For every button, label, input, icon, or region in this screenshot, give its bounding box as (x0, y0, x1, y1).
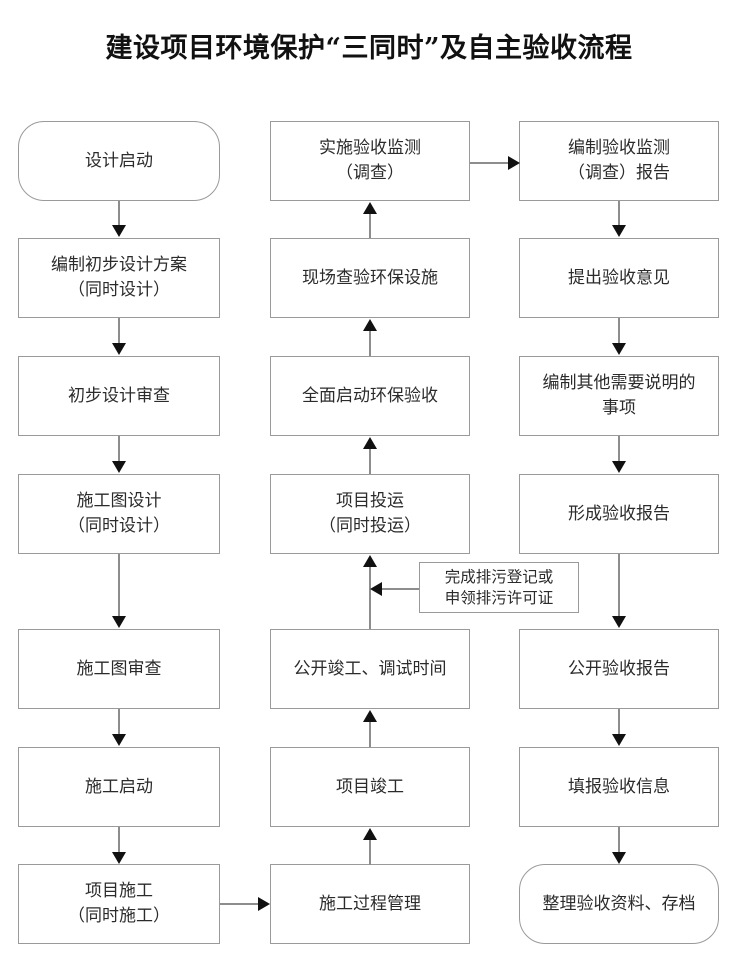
connector-c3r5-c3r6 (618, 709, 620, 734)
node-construction-process-management[interactable]: 施工过程管理 (270, 864, 470, 944)
node-project-commissioning[interactable]: 项目投运 （同时投运） (270, 474, 470, 554)
connector-note-to-mainline (382, 588, 422, 590)
node-label: 实施验收监测 （调查） (319, 138, 421, 183)
arrowhead-down (112, 343, 126, 355)
node-label: 施工过程管理 (319, 893, 421, 914)
connector-c2r4-c2r3 (369, 449, 371, 474)
node-label: 公开竣工、调试时间 (293, 658, 447, 679)
node-label: 初步设计审查 (68, 385, 170, 406)
connector-c2r3-c2r2 (369, 331, 371, 356)
note-label: 完成排污登记或 申领排污许可证 (444, 567, 554, 607)
node-construction-drawing-review[interactable]: 施工图审查 (18, 629, 220, 709)
connector-c1r6-c1r7 (118, 827, 120, 852)
connector-c2r1-c3r1 (470, 162, 512, 164)
arrowhead-down (112, 616, 126, 628)
connector-c2r2-c2r1 (369, 214, 371, 238)
node-design-start[interactable]: 设计启动 (18, 121, 220, 201)
node-acceptance-monitoring[interactable]: 实施验收监测 （调查） (270, 121, 470, 201)
node-publish-acceptance-report[interactable]: 公开验收报告 (519, 629, 719, 709)
node-construction-start[interactable]: 施工启动 (18, 747, 220, 827)
arrowhead-up (363, 828, 377, 840)
arrowhead-down (612, 734, 626, 746)
connector-c1r5-c1r6 (118, 709, 120, 734)
connector-c1r4-c1r5 (118, 554, 120, 616)
arrowhead-down (612, 343, 626, 355)
node-label: 现场查验环保设施 (302, 267, 438, 288)
arrowhead-up (363, 555, 377, 567)
arrowhead-up (363, 437, 377, 449)
node-publish-completion-commissioning-time[interactable]: 公开竣工、调试时间 (270, 629, 470, 709)
page-title: 建设项目环境保护“三同时”及自主验收流程 (105, 33, 633, 64)
node-label: 项目施工 （同时施工） (68, 881, 170, 926)
connector-c3r4-c3r5 (618, 554, 620, 616)
node-project-construction[interactable]: 项目施工 （同时施工） (18, 864, 220, 944)
node-label: 全面启动环保验收 (302, 385, 438, 406)
node-label: 设计启动 (85, 150, 153, 171)
node-label: 整理验收资料、存档 (542, 893, 696, 914)
node-label: 施工图审查 (76, 658, 162, 679)
node-project-completion[interactable]: 项目竣工 (270, 747, 470, 827)
node-form-acceptance-report[interactable]: 形成验收报告 (519, 474, 719, 554)
node-issue-acceptance-opinion[interactable]: 提出验收意见 (519, 238, 719, 318)
node-label: 形成验收报告 (568, 503, 670, 524)
arrowhead-down (612, 852, 626, 864)
connector-c3r1-c3r2 (618, 201, 620, 226)
node-label: 填报验收信息 (568, 776, 670, 797)
arrowhead-right (258, 897, 270, 911)
node-start-environmental-acceptance[interactable]: 全面启动环保验收 (270, 356, 470, 436)
node-label: 提出验收意见 (568, 267, 670, 288)
arrowhead-down (612, 225, 626, 237)
arrowhead-down (112, 734, 126, 746)
arrowhead-up (363, 202, 377, 214)
node-construction-drawing-design[interactable]: 施工图设计 （同时设计） (18, 474, 220, 554)
arrowhead-down (612, 616, 626, 628)
node-submit-acceptance-information[interactable]: 填报验收信息 (519, 747, 719, 827)
connector-c3r3-c3r4 (618, 436, 620, 461)
connector-c2r6-c2r5 (369, 722, 371, 747)
arrowhead-up (363, 710, 377, 722)
node-label: 编制验收监测 （调查）报告 (568, 138, 670, 183)
connector-c2r7-c2r6 (369, 840, 371, 865)
node-label: 项目投运 （同时投运） (319, 491, 421, 536)
node-preliminary-design-review[interactable]: 初步设计审查 (18, 356, 220, 436)
node-archive-acceptance-materials[interactable]: 整理验收资料、存档 (519, 864, 719, 944)
node-other-matters-to-explain[interactable]: 编制其他需要说明的 事项 (519, 356, 719, 436)
node-compile-acceptance-report[interactable]: 编制验收监测 （调查）报告 (519, 121, 719, 201)
arrowhead-down (612, 461, 626, 473)
node-label: 施工启动 (85, 776, 153, 797)
node-label: 编制其他需要说明的 事项 (542, 373, 696, 418)
arrowhead-up (363, 319, 377, 331)
connector-c1r1-c1r2 (118, 201, 120, 226)
arrowhead-down (112, 852, 126, 864)
node-label: 公开验收报告 (568, 658, 670, 679)
node-preliminary-design-plan[interactable]: 编制初步设计方案 （同时设计） (18, 238, 220, 318)
connector-c2r5-c2r4 (369, 567, 371, 629)
arrowhead-right (508, 156, 520, 170)
connector-c1r2-c1r3 (118, 318, 120, 343)
connector-c3r2-c3r3 (618, 318, 620, 343)
arrowhead-down (112, 225, 126, 237)
connector-c1r7-c2r7 (220, 903, 262, 905)
node-label: 编制初步设计方案 （同时设计） (51, 255, 187, 300)
connector-c1r3-c1r4 (118, 436, 120, 461)
arrowhead-left (370, 582, 382, 596)
node-label: 项目竣工 (336, 776, 404, 797)
note-pollutant-discharge-registration[interactable]: 完成排污登记或 申领排污许可证 (419, 562, 579, 613)
arrowhead-down (112, 461, 126, 473)
connector-c3r6-c3r7 (618, 827, 620, 852)
node-label: 施工图设计 （同时设计） (68, 491, 170, 536)
node-onsite-inspection-facilities[interactable]: 现场查验环保设施 (270, 238, 470, 318)
